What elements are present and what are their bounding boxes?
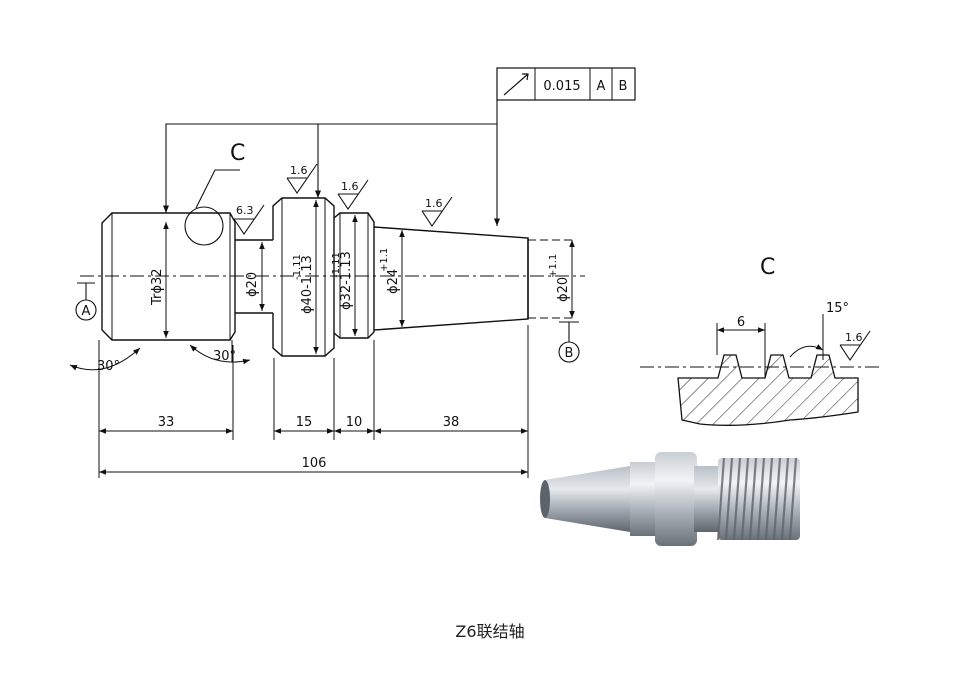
svg-text:1.6: 1.6 (341, 180, 359, 193)
shaft-drawing (80, 197, 585, 357)
diameter-dimensions (163, 200, 575, 354)
detail-angle: 15° (826, 301, 849, 316)
roughness-icon (421, 196, 453, 227)
datum-a: A (75, 282, 97, 321)
roughness-symbols: 1.6 1.6 1.6 6.3 (233, 163, 453, 235)
detail-label: C (230, 141, 245, 166)
dia-end-tol: +1.1 (548, 254, 559, 278)
dia-collar: ϕ40-1.13 (300, 255, 315, 314)
collar-section (272, 197, 335, 357)
chamfer-right: 30° (213, 349, 236, 364)
svg-text:1.6: 1.6 (290, 164, 308, 177)
detail-view-c: C 6 15° 1.6 (640, 255, 880, 426)
tolerance-datum-a: A (597, 79, 606, 94)
neck-section (235, 239, 273, 314)
detail-view-title: C (760, 255, 775, 280)
dia-end: ϕ20 (556, 277, 571, 302)
detail-roughness: 1.6 (845, 331, 863, 344)
len-106: 106 (302, 456, 327, 471)
len-33: 33 (158, 415, 175, 430)
dia-step: ϕ32-1.13 (339, 251, 354, 310)
tolerance-value: 0.015 (543, 79, 580, 94)
diameter-labels: Trϕ32 ϕ20 ϕ40-1.13 -1.11 ϕ32-1.13 -1.11 … (150, 248, 571, 314)
len-38: 38 (443, 415, 460, 430)
shaft-3d-render (540, 452, 800, 546)
runout-icon (503, 73, 529, 96)
roughness-icon (286, 163, 318, 194)
dia-step-tol: -1.11 (331, 252, 342, 278)
tolerance-frame: 0.015 A B (496, 67, 636, 101)
dia-cone-tol: +1.1 (379, 248, 390, 272)
dia-collar-tol: -1.11 (292, 254, 303, 280)
svg-text:6.3: 6.3 (236, 204, 254, 217)
dia-neck: ϕ20 (245, 272, 260, 297)
roughness-icon (839, 330, 871, 361)
detail-marker: C (184, 141, 245, 246)
length-labels: 33 15 10 38 106 (158, 415, 460, 471)
thread-section (101, 212, 236, 341)
chamfer-left: 30° (97, 359, 120, 374)
svg-text:A: A (82, 304, 91, 319)
datum-b: B (558, 321, 580, 363)
tolerance-datum-b: B (619, 79, 628, 94)
roughness-icon (337, 179, 369, 210)
roughness-icon (233, 204, 265, 235)
figure-caption: Z6联结轴 (455, 622, 525, 641)
tolerance-leaders (162, 100, 501, 226)
detail-pitch: 6 (737, 315, 745, 330)
dia-cone: ϕ24 (386, 269, 401, 294)
dia-thread: Trϕ32 (150, 269, 165, 307)
chamfer-marks (69, 340, 251, 371)
len-15: 15 (296, 415, 313, 430)
length-dimensions (98, 325, 529, 478)
step-section (333, 212, 375, 339)
svg-text:B: B (565, 346, 574, 361)
len-10: 10 (346, 415, 363, 430)
svg-text:1.6: 1.6 (425, 197, 443, 210)
